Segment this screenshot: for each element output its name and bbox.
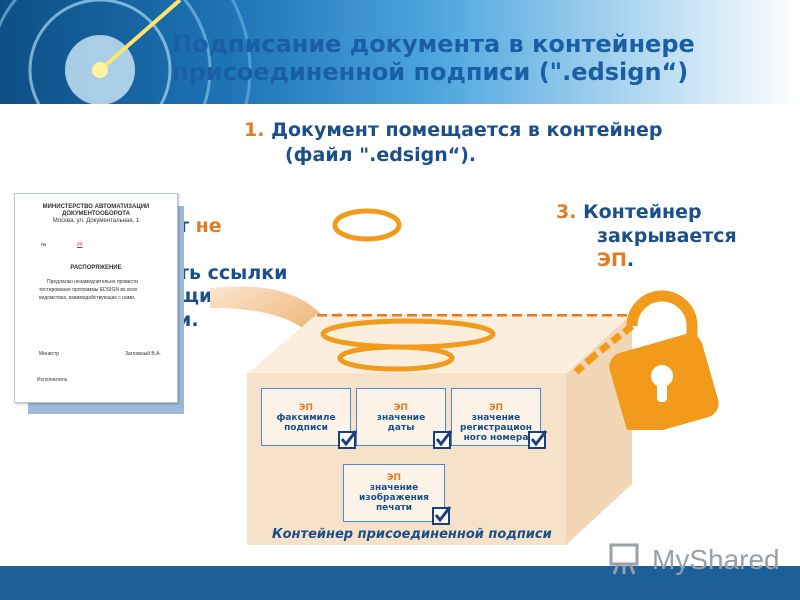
card-ep-label: ЭП <box>488 403 504 413</box>
card-ep-label: ЭП <box>393 403 409 413</box>
doc-signer-name: Заглавный В.А. <box>125 351 161 357</box>
step-3-number: 3. <box>556 201 577 223</box>
document-preview: МИНИСТЕРСТВО АВТОМАТИЗАЦИИ ДОКУМЕНТООБОР… <box>14 193 178 403</box>
card-line3: ного номера <box>463 433 529 443</box>
card-ep-label: ЭП <box>386 473 402 483</box>
header-banner: Подписание документа в контейнере присое… <box>0 0 800 104</box>
card-line1: значение <box>369 483 419 493</box>
step-1-number: 1. <box>244 119 265 141</box>
doc-number-value: ## <box>77 242 83 248</box>
slide-title: Подписание документа в контейнере присое… <box>172 30 782 86</box>
card-line2: даты <box>387 423 415 433</box>
doc-type: РАСПОРЯЖЕНИЕ <box>70 265 122 271</box>
card-line2: подписи <box>284 423 328 433</box>
doc-signer-title: Министр <box>39 351 60 357</box>
card-ep-label: ЭП <box>298 403 314 413</box>
card-line2: изображения <box>359 493 429 503</box>
doc-executor: Исполнитель <box>37 377 68 383</box>
step-3-line3: ЭП <box>597 249 627 271</box>
doc-org-line1: МИНИСТЕРСТВО АВТОМАТИЗАЦИИ <box>42 204 150 210</box>
card-line2: регистрацион <box>460 423 532 433</box>
card-line3: печати <box>375 503 413 513</box>
step-3-line3-end: . <box>626 249 635 271</box>
signature-card-regnumber: ЭП значение регистрацион ного номера <box>451 388 541 446</box>
step-3-line1: Контейнер <box>583 201 702 223</box>
slide-title-line2: присоединенной подписи (".edsign“) <box>172 58 689 86</box>
step-1-line1: Документ помещается в контейнер <box>271 119 663 141</box>
card-line1: значение <box>376 413 426 423</box>
checkbox-checked-icon <box>528 430 547 449</box>
logo-icon <box>609 543 639 575</box>
step-3-text: 3. Контейнер закрывается ЭП. <box>556 200 786 272</box>
doc-number-label: № <box>41 242 47 248</box>
site-logo: MyShared <box>608 538 780 578</box>
doc-org-line2: ДОКУМЕНТООБОРОТА <box>62 211 130 217</box>
signature-card-stamp: ЭП значение изображения печати <box>343 464 445 522</box>
doc-body-line3: ведомствах, взаимодействующих с нами. <box>39 295 136 301</box>
container-label: Контейнер присоединенной подписи <box>272 527 552 542</box>
card-line1: значение <box>471 413 521 423</box>
footer-bar <box>0 566 800 600</box>
step-1-line2: (файл ".edsign“). <box>285 144 477 166</box>
doc-body-line2: тестирование программы EDSIGN во всех <box>39 287 138 293</box>
padlock-icon <box>574 290 719 430</box>
checkbox-checked-icon <box>338 430 357 449</box>
checkbox-checked-icon <box>432 506 451 525</box>
checkbox-checked-icon <box>433 430 452 449</box>
step-2-fragment-1: т не <box>178 214 222 238</box>
logo-text: MyShared <box>652 544 780 575</box>
ring-icon <box>332 208 402 242</box>
step-2-fragment-1b: не <box>195 215 222 237</box>
doc-address: Москва, ул. Документальная, 1 <box>52 218 140 224</box>
step-3-line2: закрывается <box>597 225 737 247</box>
step-1-text: 1. Документ помещается в контейнер (файл… <box>244 118 764 168</box>
step-2-fragment-2: ть ссылки <box>178 262 288 284</box>
signature-card-date: ЭП значение даты <box>356 388 446 446</box>
radar-graphic <box>0 0 252 104</box>
signature-card-facsimile: ЭП факсимиле подписи <box>261 388 351 446</box>
card-line1: факсимиле <box>276 413 336 423</box>
doc-body-line1: Предлагаю незамедлительно провести <box>47 279 139 285</box>
slide-title-line1: Подписание документа в контейнере <box>172 30 695 58</box>
